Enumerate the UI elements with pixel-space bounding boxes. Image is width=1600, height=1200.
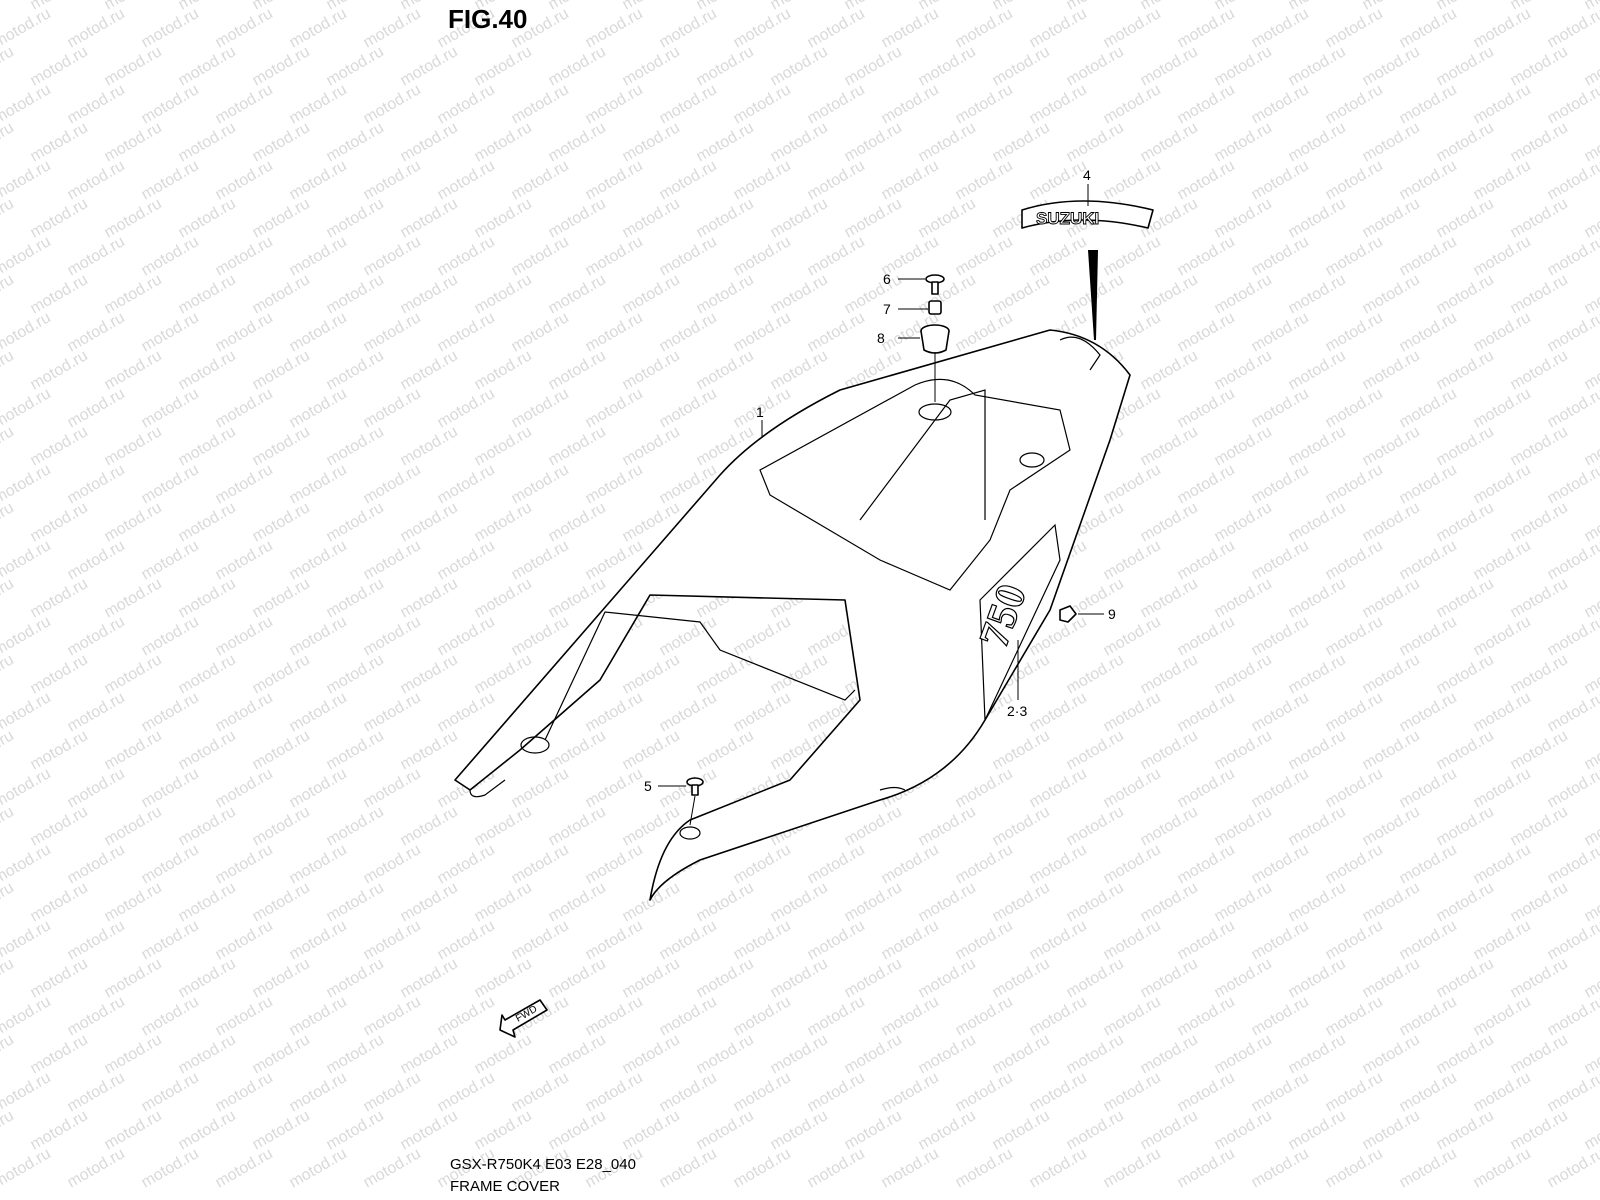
nut-part-9 bbox=[1059, 605, 1077, 623]
nut-part-7 bbox=[928, 300, 942, 315]
cushion-part-8 bbox=[920, 324, 950, 354]
model-code: GSX-R750K4 E03 E28_040 bbox=[450, 1156, 636, 1173]
callout-9: 9 bbox=[1108, 606, 1116, 622]
callout-5: 5 bbox=[644, 778, 652, 794]
suzuki-decal-part: SUZUKI bbox=[1021, 200, 1154, 340]
callout-4: 4 bbox=[1083, 167, 1091, 183]
screw-part-5 bbox=[686, 777, 704, 796]
figure-title: FIG.40 bbox=[448, 4, 528, 34]
frame-cover-part: 750 bbox=[454, 329, 1131, 901]
callout-6: 6 bbox=[883, 271, 891, 287]
fwd-arrow: FWD bbox=[499, 999, 548, 1038]
callout-2-3: 2·3 bbox=[1007, 703, 1027, 719]
callout-8: 8 bbox=[877, 330, 885, 346]
bolt-part-6 bbox=[925, 274, 945, 295]
figure-name: FRAME COVER bbox=[450, 1178, 561, 1195]
callout-7: 7 bbox=[883, 301, 891, 317]
callout-1: 1 bbox=[756, 404, 764, 420]
svg-text:SUZUKI: SUZUKI bbox=[1036, 209, 1099, 228]
